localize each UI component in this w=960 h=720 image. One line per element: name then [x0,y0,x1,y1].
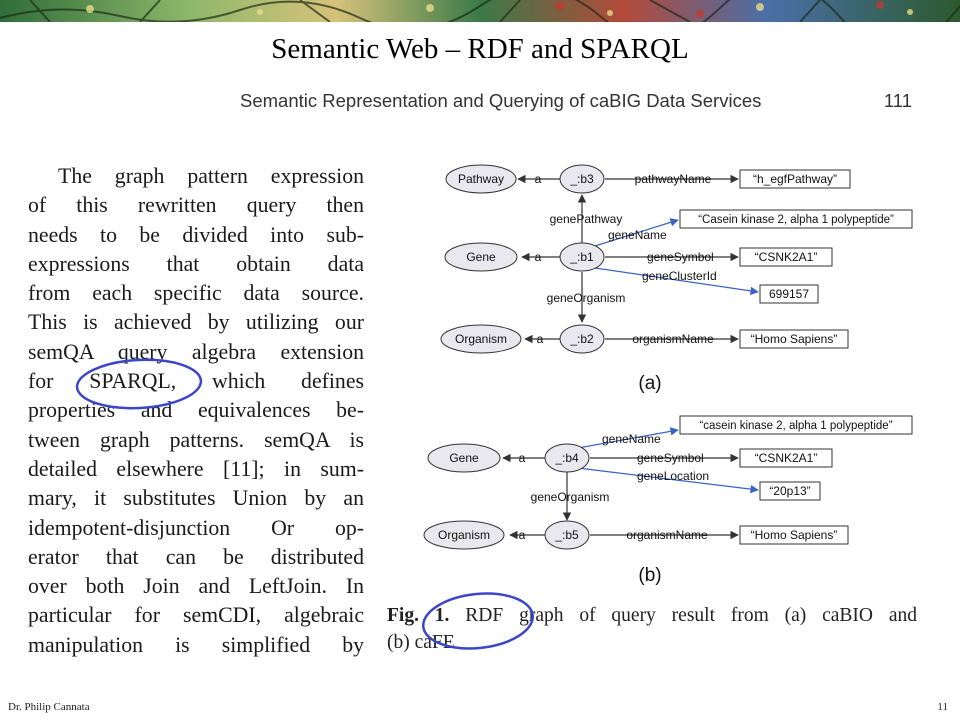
literal-location [759,481,821,501]
node-b5-label: _:b5 [554,528,579,542]
node-organism [440,324,522,354]
literal-genename-label: “casein kinase 2, alpha 1 polypeptide” [699,420,892,432]
node-pathway [445,164,517,194]
body-line: idempotent-disjunction Or op- [28,515,364,540]
node-b1-label: _:b1 [569,250,594,264]
body-line: needs to be divided into sub- [28,222,364,247]
body-line: The graph pattern expression [58,164,364,188]
figure-caption: Fig. 1. RDF graph of query result from (… [387,602,917,656]
literal-location-label: “20p13” [769,484,810,498]
node-b2-label: _:b2 [569,332,594,346]
edge-label-organismname: organismName [626,528,708,542]
node-b5 [544,520,590,550]
body-line: This is achieved by utilizing our [28,310,364,335]
caption-fig-number: Fig. 1. [387,605,450,626]
footer-author: Dr. Philip Cannata [8,701,90,713]
edge-genename [594,218,679,247]
edge-label-genename: geneName [608,228,667,242]
node-b2 [559,324,605,354]
edge-label-a: a [519,528,526,542]
node-gene [444,242,518,272]
body-line: over both Join and LeftJoin. In [28,574,364,599]
node-b1 [559,242,605,272]
body-line: detailed elsewhere [11]; in sum- [28,456,364,481]
node-b4-label: _:b4 [554,451,579,465]
node-gene-label: Gene [449,451,479,465]
literal-organism [739,525,849,545]
edge-label-a: a [537,332,544,346]
edge-label-a: a [519,451,526,465]
body-line: erator that can be distributed [28,544,364,569]
edge-label-pathwayname: pathwayName [635,172,712,186]
paper-running-head: Semantic Representation and Querying of … [240,90,912,116]
edge-label-genesymbol: geneSymbol [647,250,714,264]
figure-panel-b: “casein kinase 2, alpha 1 polypeptide” G… [423,415,913,586]
literal-genesymbol [739,247,833,267]
literal-pathway-label: “h_egfPathway” [753,172,837,186]
body-line: of this rewritten query then [28,193,364,218]
slide-title: Semantic Web – RDF and SPARQL [271,33,689,65]
figure-panel-a: Pathway _:b3 “h_egfPathway” “Casein kina… [440,164,913,394]
running-head-text: Semantic Representation and Querying of … [240,90,762,111]
edge-label-genelocation: geneLocation [637,469,709,483]
rdf-graph-figure: Pathway _:b3 “h_egfPathway” “Casein kina… [423,164,913,586]
body-line: mary, it substitutes Union by an [28,486,364,511]
caption-text: RDF graph of query result from (a) caBIO… [465,605,917,626]
literal-pathway [739,169,851,189]
edge-label-organismname: organismName [632,332,714,346]
panel-b-label: (b) [638,565,661,586]
body-line: from each specific data source. [28,281,364,306]
caption-line-1: Fig. 1. RDF graph of query result from (… [387,602,917,629]
caption-line-2: (b) caFE [387,632,455,653]
body-line: particular for semCDI, algebraic [28,603,364,628]
node-organism-label: Organism [438,528,490,542]
edge-genename [577,427,679,449]
edge-label-geneorganism: geneOrganism [547,291,626,305]
literal-genename-label: “Casein kinase 2, alpha 1 polypeptide” [698,214,894,226]
slide-number: 11 [937,701,948,713]
paper-page-number: 111 [883,90,912,111]
edge-label-genename: geneName [602,432,661,446]
literal-cluster [759,284,819,304]
literal-genesymbol-label: “CSNK2A1” [755,250,818,264]
node-organism-label: Organism [455,332,507,346]
panel-a-label: (a) [638,373,661,394]
paper-body-text: The graph pattern expression of this rew… [28,162,364,660]
body-line: semQA query algebra extension [28,339,364,364]
edge-label-a: a [535,250,542,264]
literal-organism-label: “Homo Sapiens” [751,332,838,346]
node-organism [423,520,505,550]
edge-genelocation [577,467,759,494]
body-line: manipulation is simplified by [28,632,364,657]
literal-genesymbol [739,448,833,468]
literal-genename [679,209,913,229]
edge-label-genepathway: genePathway [550,212,623,226]
edge-label-a: a [535,172,542,186]
node-b3 [559,164,605,194]
decorative-banner [0,0,960,22]
edge-label-geneclusterid: geneClusterId [642,269,717,283]
node-b3-label: _:b3 [569,172,594,186]
caption-highlight-circle [421,592,535,650]
edge-label-geneorganism: geneOrganism [531,490,610,504]
body-line: expressions that obtain data [28,251,364,276]
literal-genesymbol-label: “CSNK2A1” [755,451,818,465]
node-pathway-label: Pathway [458,172,504,186]
literal-genename [679,415,913,435]
node-gene [427,443,501,473]
node-b4 [544,443,590,473]
sparql-highlight-circle [75,358,203,410]
literal-cluster-label: 699157 [769,287,809,301]
body-line: properties and equivalences be- [28,398,364,423]
literal-organism-label: “Homo Sapiens” [751,528,838,542]
literal-organism [739,329,849,349]
edge-geneclusterid [594,267,759,296]
body-line: tween graph patterns. semQA is [28,427,364,452]
node-gene-label: Gene [466,250,496,264]
edge-label-genesymbol: geneSymbol [637,451,704,465]
